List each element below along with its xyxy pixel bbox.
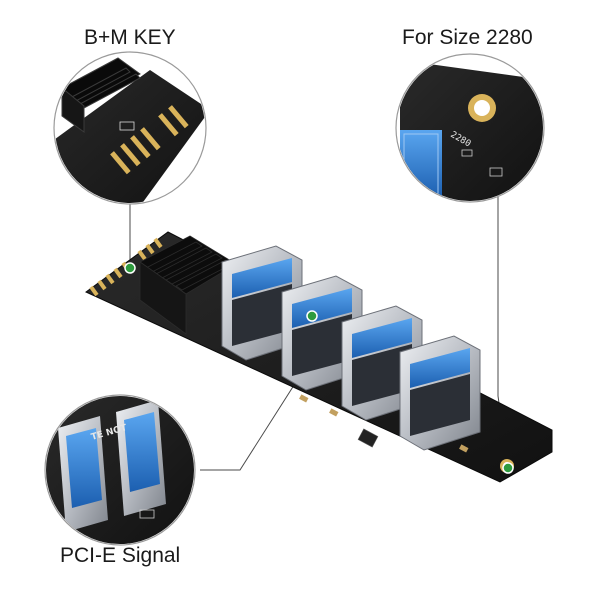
usb-ports xyxy=(221,245,481,451)
zoom-circle-size: 2280 xyxy=(395,53,545,203)
zoom-circle-bm-key xyxy=(53,51,207,205)
callout-dot-pcie xyxy=(306,310,318,322)
callout-dots xyxy=(124,262,514,474)
usb-port-4 xyxy=(399,335,481,451)
zoom-circle-pcie: TE NOT xyxy=(44,394,196,546)
usb-port-2 xyxy=(281,275,363,391)
component-ic xyxy=(357,428,379,448)
heatsink xyxy=(139,235,237,335)
callout-label-pcie: PCI-E Signal xyxy=(60,544,181,567)
callout-label-size: For Size 2280 xyxy=(402,26,533,49)
usb-port-1 xyxy=(221,245,303,361)
callout-dot-size xyxy=(502,462,514,474)
callout-line-pcie xyxy=(200,359,311,471)
callout-label-bm-key: B+M KEY xyxy=(84,26,176,49)
callout-dot-bm xyxy=(124,262,136,274)
